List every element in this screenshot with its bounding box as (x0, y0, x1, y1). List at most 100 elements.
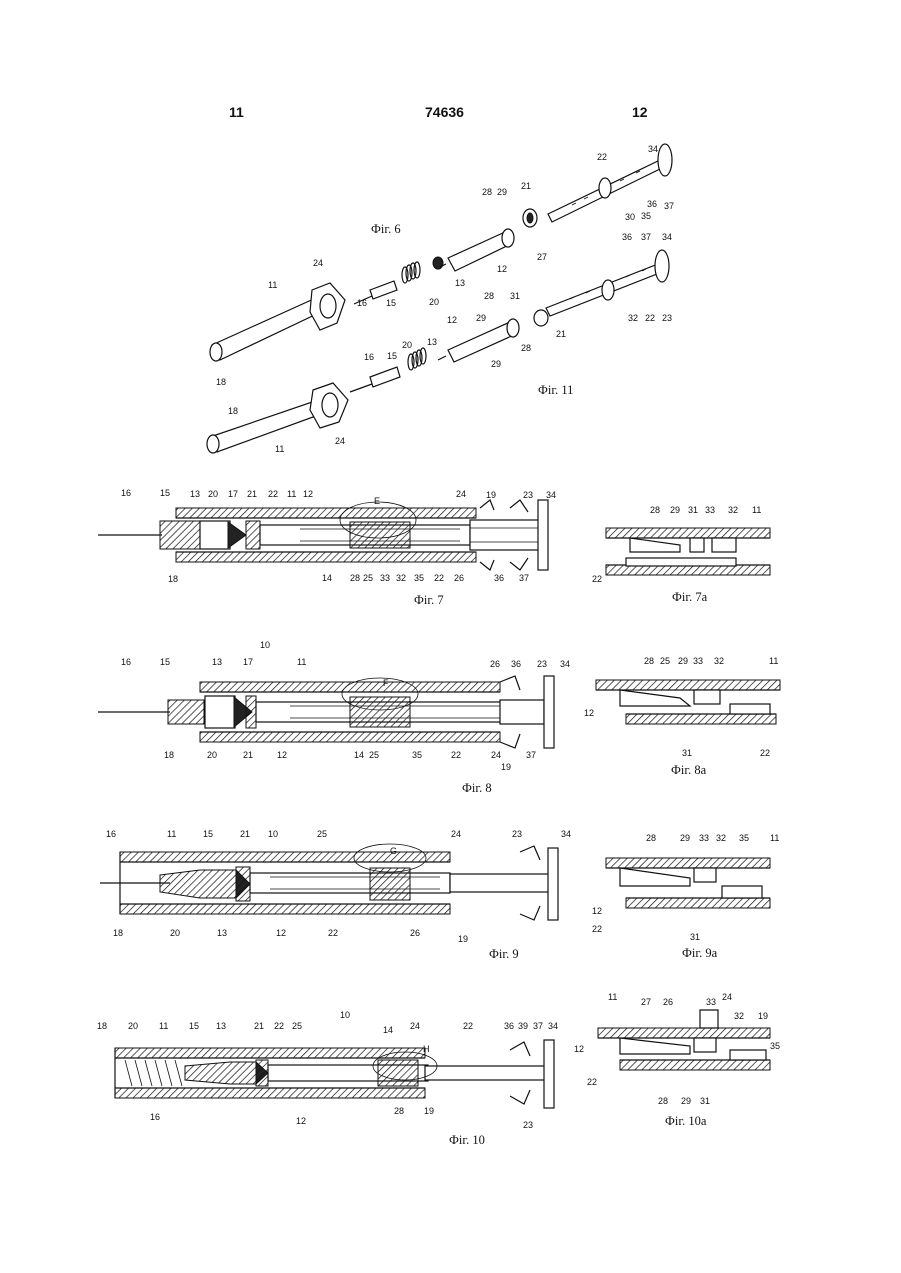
ref-label: 36 (511, 659, 521, 669)
ref-label: 35 (414, 573, 424, 583)
ref-label: 26 (454, 573, 464, 583)
ref-label: 28 (350, 573, 360, 583)
figure-11-caption: Фіг. 11 (538, 383, 573, 398)
ref-label: 37 (533, 1021, 543, 1031)
ref-label: 33 (706, 997, 716, 1007)
ref-label: 28 (521, 343, 531, 353)
ref-label: 33 (693, 656, 703, 666)
ref-label: 16 (106, 829, 116, 839)
ref-label: 29 (680, 833, 690, 843)
ref-label: 14 (383, 1025, 393, 1035)
ref-label: 22 (760, 748, 770, 758)
figure-9a-caption: Фіг. 9а (682, 946, 717, 961)
ref-label: 14 (354, 750, 364, 760)
ref-label: G (390, 846, 397, 856)
ref-label: 15 (160, 488, 170, 498)
ref-label: 34 (561, 829, 571, 839)
ref-label: 35 (770, 1041, 780, 1051)
figure-8-caption: Фіг. 8 (462, 781, 492, 796)
ref-label: 25 (369, 750, 379, 760)
ref-label: 32 (714, 656, 724, 666)
ref-label: 27 (537, 252, 547, 262)
ref-label: 22 (274, 1021, 284, 1031)
ref-label: 22 (268, 489, 278, 499)
ref-label: 32 (734, 1011, 744, 1021)
figure-7-caption: Фіг. 7 (414, 593, 444, 608)
ref-label: 21 (556, 329, 566, 339)
ref-label: 33 (380, 573, 390, 583)
ref-label: 35 (412, 750, 422, 760)
ref-label: 19 (458, 934, 468, 944)
ref-label: 35 (739, 833, 749, 843)
ref-label: 34 (560, 659, 570, 669)
ref-label: 31 (690, 932, 700, 942)
ref-label: 28 (650, 505, 660, 515)
figure-7a-detail (606, 528, 770, 575)
ref-label: 24 (410, 1021, 420, 1031)
figure-10-caption: Фіг. 10 (449, 1133, 485, 1148)
ref-label: 24 (451, 829, 461, 839)
ref-label: 24 (722, 992, 732, 1002)
ref-label: 23 (512, 829, 522, 839)
ref-label: 15 (189, 1021, 199, 1031)
ref-label: 22 (597, 152, 607, 162)
ref-label: 37 (664, 201, 674, 211)
ref-label: 21 (521, 181, 531, 191)
ref-label: 26 (490, 659, 500, 669)
figure-10a-caption: Фіг. 10а (665, 1114, 706, 1129)
ref-label: 27 (641, 997, 651, 1007)
ref-label: 34 (548, 1021, 558, 1031)
ref-label: 31 (700, 1096, 710, 1106)
ref-label: 24 (313, 258, 323, 268)
figure-6-exploded-view (210, 144, 672, 361)
figure-7a-caption: Фіг. 7а (672, 590, 707, 605)
ref-label: 21 (247, 489, 257, 499)
ref-label: 18 (216, 377, 226, 387)
ref-label: 35 (641, 211, 651, 221)
ref-label: 11 (770, 833, 779, 843)
ref-label: 29 (681, 1096, 691, 1106)
ref-label: 12 (303, 489, 313, 499)
ref-label: 29 (670, 505, 680, 515)
ref-label: 37 (641, 232, 651, 242)
ref-label: 31 (688, 505, 698, 515)
ref-label: 11 (287, 489, 296, 499)
ref-label: 20 (170, 928, 180, 938)
ref-label: 12 (584, 708, 594, 718)
ref-label: 22 (463, 1021, 473, 1031)
ref-label: 25 (317, 829, 327, 839)
ref-label: 32 (728, 505, 738, 515)
ref-label: 11 (752, 505, 761, 515)
ref-label: 32 (628, 313, 638, 323)
ref-label: 11 (769, 656, 778, 666)
ref-label: 23 (662, 313, 672, 323)
ref-label: 12 (277, 750, 287, 760)
ref-label: 11 (268, 280, 277, 290)
ref-label: 28 (482, 187, 492, 197)
ref-label: 12 (296, 1116, 306, 1126)
ref-label: 15 (203, 829, 213, 839)
ref-label: 36 (622, 232, 632, 242)
ref-label: 28 (658, 1096, 668, 1106)
ref-label: 17 (228, 489, 238, 499)
ref-label: 26 (410, 928, 420, 938)
ref-label: 22 (328, 928, 338, 938)
ref-label: 11 (275, 444, 284, 454)
ref-label: 22 (592, 924, 602, 934)
ref-label: 11 (159, 1021, 168, 1031)
ref-label: 19 (758, 1011, 768, 1021)
ref-label: 25 (660, 656, 670, 666)
ref-label: 12 (497, 264, 507, 274)
ref-label: 11 (297, 657, 306, 667)
ref-label: 37 (526, 750, 536, 760)
ref-label: 19 (486, 490, 496, 500)
ref-label: 16 (364, 352, 374, 362)
ref-label: 16 (121, 488, 131, 498)
ref-label: 29 (476, 313, 486, 323)
ref-label: 23 (523, 1120, 533, 1130)
ref-label: 22 (587, 1077, 597, 1087)
ref-label: 28 (484, 291, 494, 301)
figure-10-section (115, 1040, 554, 1108)
ref-label: 18 (113, 928, 123, 938)
ref-label: 20 (207, 750, 217, 760)
